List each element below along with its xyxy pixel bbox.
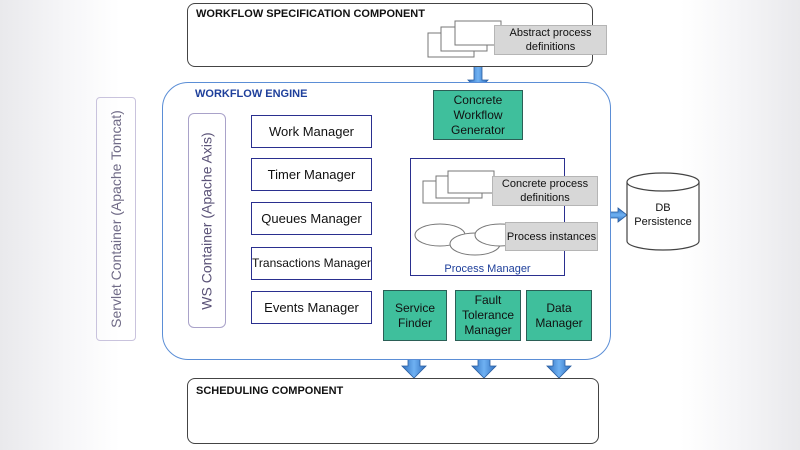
process-manager-title: Process Manager [444,263,531,275]
queues-manager: Queues Manager [251,202,372,235]
ws-container: WS Container (Apache Axis) [188,113,226,328]
data-manager: Data Manager [526,290,592,341]
left-background [0,0,120,450]
right-background [680,0,800,450]
work-manager: Work Manager [251,115,372,148]
servlet-container: Servlet Container (Apache Tomcat) [96,97,136,341]
events-manager: Events Manager [251,291,372,324]
abstract-defs-label: Abstract process definitions [494,25,607,55]
service-finder: Service Finder [383,290,447,341]
scheduling-component: SCHEDULING COMPONENT [187,378,599,444]
concrete-defs-label: Concrete process definitions [492,176,598,206]
scheduling-title: SCHEDULING COMPONENT [196,385,344,397]
db-persistence-label: DB Persistence [634,202,692,228]
timer-manager: Timer Manager [251,158,372,191]
concrete-workflow-generator: Concrete Workflow Generator [433,90,523,140]
workflow-spec-title: WORKFLOW SPECIFICATION COMPONENT [196,8,425,20]
transactions-manager: Transactions Manager [251,247,372,280]
process-instances-label: Process instances [505,222,598,251]
workflow-engine-title: WORKFLOW ENGINE [195,88,308,100]
fault-tolerance-manager: Fault Tolerance Manager [455,290,521,341]
